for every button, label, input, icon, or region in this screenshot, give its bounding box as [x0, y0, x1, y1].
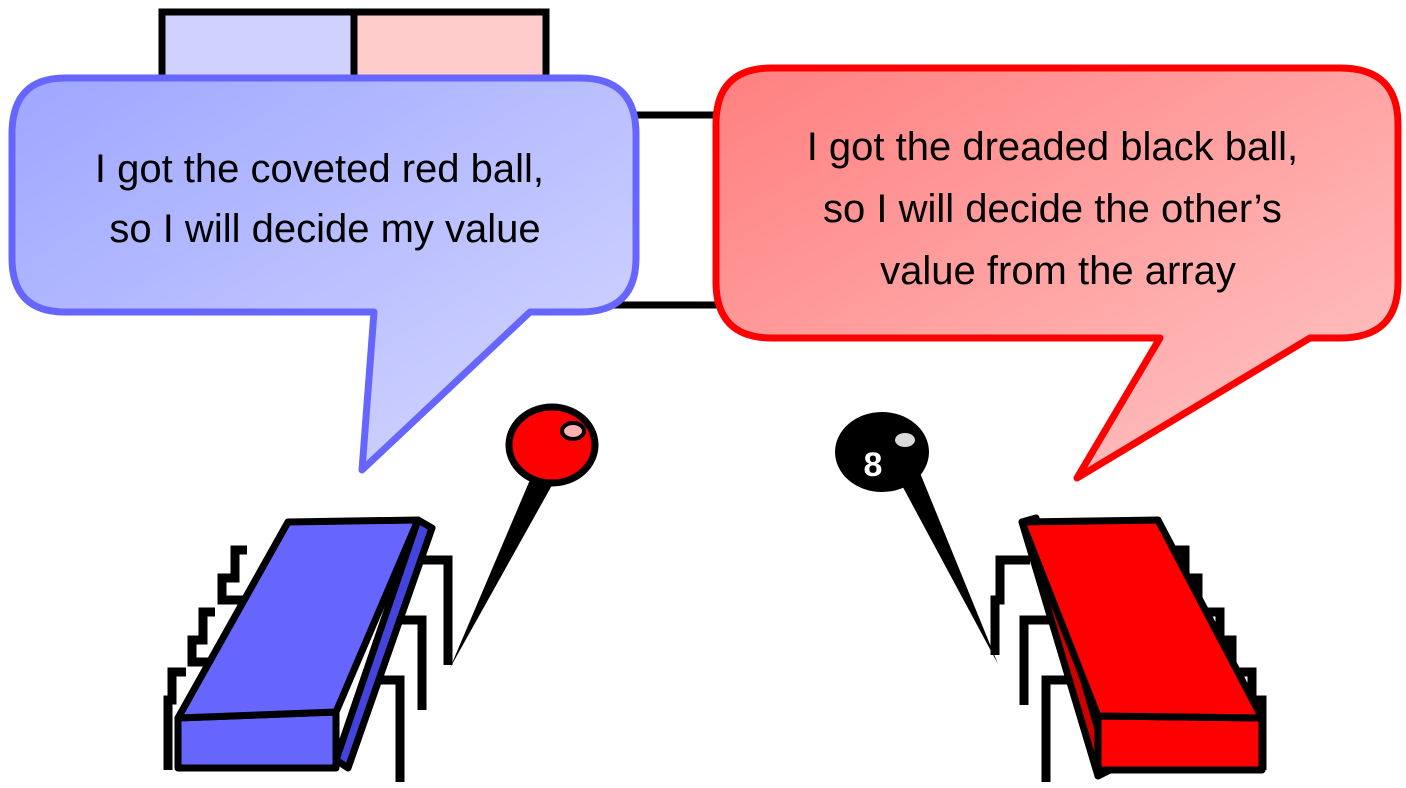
- red-chip-front: [1094, 712, 1266, 774]
- blue-chip-pin-4: [420, 555, 453, 665]
- left-bubble-shape: [8, 74, 640, 474]
- black-ball-body: [835, 412, 929, 492]
- left-speech-bubble: I got the coveted red ball, so I will de…: [8, 74, 640, 474]
- blue-chip: [163, 516, 453, 782]
- right-bubble-line-3: value from the array: [880, 249, 1236, 293]
- red-ball-highlight: [560, 421, 586, 441]
- right-bubble-shape: [712, 64, 1402, 482]
- blue-chip-pin-2: [187, 607, 220, 667]
- black-ball-label: 8: [864, 446, 883, 484]
- red-ball-body: [505, 403, 599, 487]
- red-chip-top: [1018, 516, 1266, 722]
- red-chip-pin-2: [1019, 615, 1052, 705]
- red-ball-stick: [450, 468, 556, 668]
- right-bubble-line-1: I got the dreaded black ball,: [807, 125, 1298, 169]
- right-speech-bubble: I got the dreaded black ball, so I will …: [712, 64, 1402, 482]
- blue-chip-pin-1: [217, 545, 250, 605]
- blue-chip-pin-3: [163, 667, 186, 770]
- red-chip: [990, 514, 1267, 782]
- red-chip-pin-1: [990, 555, 1030, 655]
- black-ball: 8: [835, 412, 998, 664]
- left-bubble-line-1: I got the coveted red ball,: [95, 147, 544, 191]
- black-ball-highlight: [895, 433, 915, 447]
- blue-chip-top: [174, 516, 422, 722]
- left-bubble-text: I got the coveted red ball, so I will de…: [95, 147, 555, 251]
- left-bubble-line-2: so I will decide my value: [109, 207, 540, 251]
- red-ball: [450, 403, 599, 668]
- right-bubble-line-2: so I will decide the other’s: [823, 187, 1282, 231]
- blue-chip-side: [332, 516, 436, 772]
- black-ball-stick: [898, 468, 998, 664]
- right-bubble-text: I got the dreaded black ball, so I will …: [807, 125, 1310, 293]
